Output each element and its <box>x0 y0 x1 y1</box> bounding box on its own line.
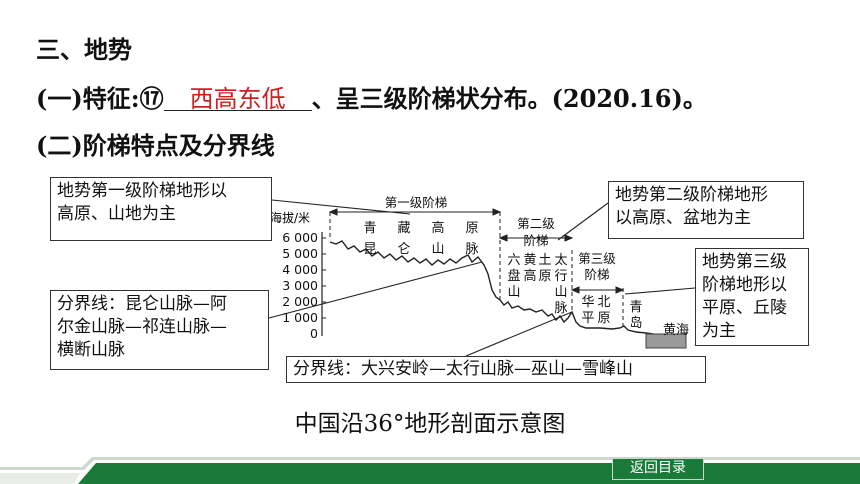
region-label: 岛 <box>629 315 642 331</box>
y-axis-label: 海拔/米 <box>270 210 310 225</box>
region-label: 青 <box>363 221 376 236</box>
region-label: 行 <box>554 269 567 284</box>
region-label: 土 <box>538 253 551 268</box>
callout-step3: 地势第三级阶梯地形以 平原、丘陵为主 <box>695 248 809 346</box>
region-label: 青 <box>629 300 642 315</box>
region-label: 六 <box>507 253 520 268</box>
footer-bar <box>0 455 860 484</box>
step3-label: 第三级 <box>578 251 616 266</box>
region-label: 昆 <box>363 242 376 257</box>
y-tick: 5 000 <box>282 246 318 261</box>
feature-suffix: 、呈三级阶梯状分布。(2020.16)。 <box>311 84 707 113</box>
y-tick: 0 <box>310 326 318 341</box>
y-tick: 3 000 <box>282 278 318 293</box>
region-label: 太 <box>554 253 567 268</box>
step2-label: 阶梯 <box>523 233 548 248</box>
callout-step1: 地势第一级阶梯地形以高原、山地为主 <box>50 177 272 241</box>
back-to-contents-button[interactable]: 返回目录 <box>612 458 704 480</box>
terrain-line <box>329 240 661 336</box>
region-label: 高 <box>431 220 444 236</box>
sea-area <box>645 333 687 349</box>
region-label: 仑 <box>397 242 410 257</box>
region-label: 盘 <box>507 268 520 284</box>
callout-boundary1: 分界线：昆仑山脉—阿尔金山脉—祁连山脉—横断山脉 <box>50 290 269 370</box>
answer-text: 西高东低 <box>189 85 286 113</box>
sea-label: 黄海 <box>663 323 689 338</box>
footer-accent <box>78 463 860 484</box>
region-label: 原 <box>597 311 610 326</box>
y-tick: 2 000 <box>282 294 318 309</box>
region-label: 藏 <box>397 221 410 236</box>
step3-label: 阶梯 <box>584 267 609 282</box>
section-title: 三、地势 <box>36 35 132 64</box>
region-label: 北 <box>597 295 610 310</box>
diagram-caption: 中国沿36°地形剖面示意图 <box>294 411 566 437</box>
feature-line: (一)特征:⑰ 西高东低、呈三级阶梯状分布。(2020.16)。 <box>36 79 707 114</box>
region-label: 山 <box>554 285 567 300</box>
region-label: 华 <box>581 295 594 310</box>
region-label: 脉 <box>465 242 478 257</box>
region-label: 原 <box>538 269 551 284</box>
region-label: 黄 <box>523 253 536 268</box>
step2-label: 第二级 <box>517 216 555 231</box>
y-tick: 6 000 <box>282 230 318 245</box>
step1-label: 第一级阶梯 <box>385 195 448 210</box>
answer-blank: 西高东低 <box>163 79 312 114</box>
region-label: 山 <box>431 242 444 257</box>
callout-boundary2: 分界线：大兴安岭—太行山脉—巫山—雪峰山 <box>286 356 706 383</box>
feature-prefix: (一)特征:⑰ <box>36 84 164 113</box>
y-tick: 4 000 <box>282 262 318 277</box>
subsection-title: (二)阶梯特点及分界线 <box>36 131 275 160</box>
region-label: 山 <box>507 285 520 300</box>
y-tick: 1 000 <box>282 310 318 325</box>
region-label: 原 <box>465 221 478 236</box>
region-label: 平 <box>581 311 594 326</box>
region-label: 高 <box>523 268 536 284</box>
region-label: 脉 <box>554 301 567 316</box>
callout-step2: 地势第二级阶梯地形以高原、盆地为主 <box>608 181 804 239</box>
